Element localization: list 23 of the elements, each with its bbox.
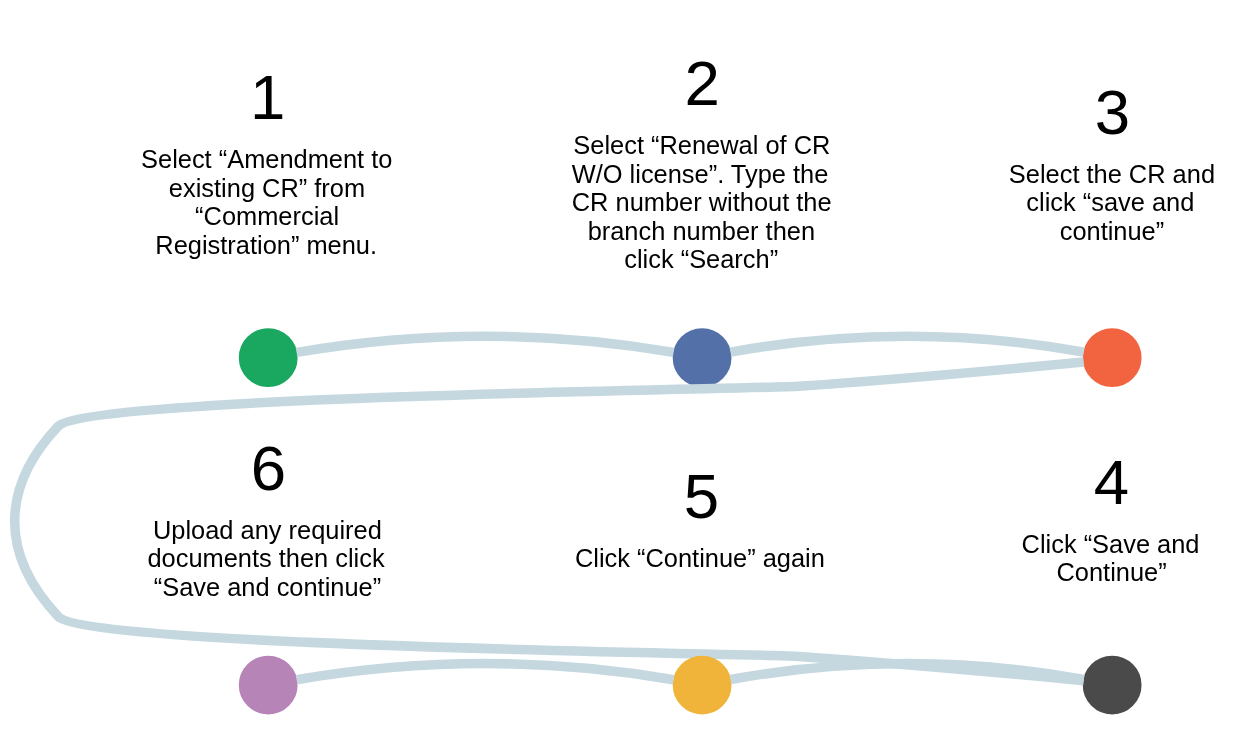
node-label: Select the CR and click “save and continue”: [1008, 158, 1216, 245]
node-circle: [238, 327, 298, 387]
connector: [295, 658, 675, 684]
node-label: 5: [683, 459, 720, 531]
connector: [10, 356, 1085, 685]
node-circle: [672, 327, 732, 387]
node-circle: [672, 655, 732, 714]
node-label: 6: [250, 431, 287, 503]
node-label: Click “Save and Continue”: [1021, 529, 1200, 586]
node-circle: [1082, 655, 1142, 714]
node-label: 4: [1093, 445, 1130, 517]
connector: [729, 658, 1085, 684]
node-circle: [1082, 327, 1142, 387]
node-label: 3: [1094, 75, 1131, 147]
node-label: Upload any required documents then click “Save and continue”: [147, 515, 385, 601]
node-label: Select “Renewal of CR W/O license”. Type the CR number without the branch number then click “Search”: [571, 130, 832, 273]
node-label: Click “Continue” again: [574, 543, 825, 572]
node-label: Select “Amendment to existing CR” from “Commercial Registration” menu.: [141, 144, 393, 259]
node-circle: [238, 655, 298, 714]
node-label: 2: [684, 46, 720, 118]
node-label: 1: [249, 60, 286, 132]
connector: [295, 330, 675, 357]
connector: [729, 330, 1085, 357]
